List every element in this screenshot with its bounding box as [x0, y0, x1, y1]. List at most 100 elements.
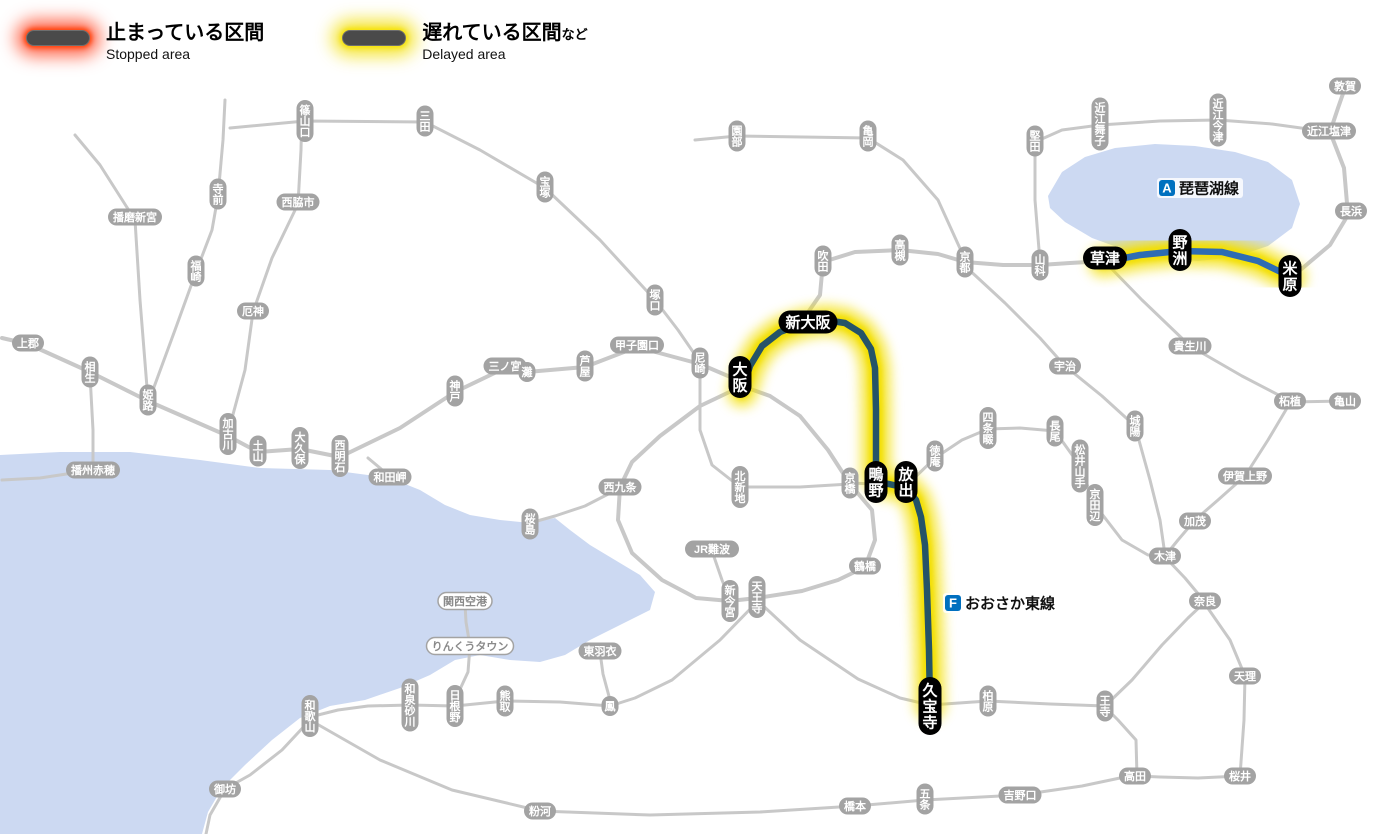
svg-text:京橋: 京橋 — [845, 470, 857, 495]
water-layer — [0, 144, 1300, 834]
station: 西脇市 — [276, 193, 320, 211]
svg-text:播州赤穂: 播州赤穂 — [71, 463, 115, 477]
rail-line — [698, 364, 852, 489]
line-letter-badge — [945, 595, 961, 611]
delayed-area-glow-osaka-higashi — [727, 305, 945, 721]
station: 北新地 — [731, 466, 749, 508]
station: 柏原 — [979, 685, 997, 717]
svg-text:福崎: 福崎 — [190, 258, 202, 283]
station: 熊取 — [496, 685, 514, 717]
svg-text:四条畷: 四条畷 — [982, 411, 995, 446]
station: 徳庵 — [926, 440, 944, 472]
svg-text:播磨新宮: 播磨新宮 — [113, 210, 157, 224]
station: 貴生川 — [1168, 337, 1212, 355]
svg-text:神戸: 神戸 — [450, 378, 461, 403]
station: 宝塚 — [536, 171, 554, 203]
station: 和歌山 — [301, 695, 319, 737]
station: 天王寺 — [748, 576, 766, 618]
line-letter: F — [949, 596, 957, 611]
station: 山科 — [1031, 249, 1049, 281]
rail-line — [1135, 602, 1247, 780]
svg-text:柏原: 柏原 — [983, 688, 994, 713]
svg-text:吉野口: 吉野口 — [1004, 788, 1037, 802]
station: 灘 — [518, 362, 536, 382]
svg-text:相生: 相生 — [85, 359, 96, 384]
line-label-bg — [943, 593, 1059, 613]
svg-text:粉河: 粉河 — [529, 804, 551, 818]
svg-text:京都: 京都 — [959, 249, 971, 274]
svg-text:西九条: 西九条 — [604, 480, 638, 494]
rail-line — [963, 264, 1167, 557]
station: 王寺 — [1096, 690, 1114, 722]
svg-text:松井山手: 松井山手 — [1075, 442, 1086, 489]
station: 近江舞子 — [1091, 97, 1109, 151]
station-major: 草津 — [1083, 246, 1127, 270]
line-name: おおさか東線 — [965, 595, 1055, 613]
rail-line — [1163, 401, 1292, 558]
legend-stopped-text: 止まっている区間 Stopped area — [106, 22, 264, 62]
svg-text:御坊: 御坊 — [213, 782, 236, 796]
station: 堅田 — [1026, 125, 1044, 157]
stopped-area-swatch — [26, 30, 90, 46]
line-letter-badge — [1159, 180, 1175, 196]
station: 日根野 — [446, 685, 464, 727]
svg-text:五条: 五条 — [919, 787, 932, 811]
svg-text:塚口: 塚口 — [650, 287, 661, 312]
svg-text:長浜: 長浜 — [1340, 204, 1362, 218]
line-label-osaka-higashi: F おおさか東線 — [943, 593, 1059, 613]
delayed-line-osaka-higashi — [738, 316, 934, 710]
station: 福崎 — [187, 255, 205, 287]
svg-text:吹田: 吹田 — [818, 248, 830, 273]
delayed-area-label-suffix: など — [561, 27, 588, 42]
station: 寺前 — [209, 178, 227, 210]
svg-text:鴫野: 鴫野 — [868, 465, 883, 499]
rail-line — [204, 718, 312, 834]
svg-text:王寺: 王寺 — [1100, 694, 1111, 718]
legend-delayed-text: 遅れている区間など Delayed area — [422, 22, 587, 62]
svg-text:大久保: 大久保 — [294, 430, 307, 466]
svg-text:西明石: 西明石 — [334, 439, 346, 474]
station: 加古川 — [219, 413, 237, 455]
station: 天理 — [1229, 667, 1261, 685]
rail-line — [0, 336, 744, 459]
station-layer: 篠山口三田宝塚園部亀岡堅田近江舞子近江今津敦賀近江塩津長浜寺前西脇市播磨新宮福崎… — [12, 77, 1367, 820]
station: 和泉砂川 — [401, 678, 419, 732]
station: 京田辺 — [1086, 484, 1104, 526]
svg-text:貴生川: 貴生川 — [1174, 339, 1207, 353]
rail-line — [226, 103, 304, 435]
svg-text:徳庵: 徳庵 — [929, 443, 942, 468]
svg-text:和田岬: 和田岬 — [374, 470, 407, 484]
station: 東羽衣 — [578, 642, 622, 660]
svg-text:桜島: 桜島 — [525, 511, 536, 536]
station: 京都 — [956, 246, 974, 278]
station: 加茂 — [1179, 512, 1211, 530]
station: 京橋 — [841, 467, 859, 499]
station: 甲子園口 — [610, 336, 664, 354]
station: 鶴橋 — [849, 557, 881, 575]
station: 土山 — [249, 435, 267, 467]
svg-text:篠山口: 篠山口 — [300, 103, 311, 139]
svg-text:和歌山: 和歌山 — [305, 698, 317, 734]
stopped-area-sublabel: Stopped area — [106, 46, 191, 62]
station: 五条 — [916, 783, 934, 815]
station-major: 野洲 — [1168, 229, 1192, 271]
svg-text:宇治: 宇治 — [1054, 359, 1076, 373]
svg-text:敦賀: 敦賀 — [1334, 79, 1356, 93]
svg-text:関西空港: 関西空港 — [443, 594, 488, 608]
station: 西九条 — [598, 478, 642, 496]
rail-line — [755, 555, 1207, 708]
station: 尼崎 — [691, 347, 709, 379]
svg-text:新大阪: 新大阪 — [785, 313, 831, 331]
station: 松井山手 — [1071, 439, 1089, 493]
svg-text:野洲: 野洲 — [1172, 234, 1187, 267]
stopped-area-label: 止まっている区間 — [106, 22, 265, 44]
svg-text:桜井: 桜井 — [1229, 769, 1251, 783]
station: 和田岬 — [368, 468, 412, 486]
svg-text:城陽: 城陽 — [1130, 413, 1141, 438]
station: 三ノ宮 — [483, 357, 527, 375]
line-letter: A — [1162, 181, 1172, 196]
svg-text:伊賀上野: 伊賀上野 — [1222, 469, 1267, 483]
station: 敦賀 — [1329, 77, 1361, 95]
